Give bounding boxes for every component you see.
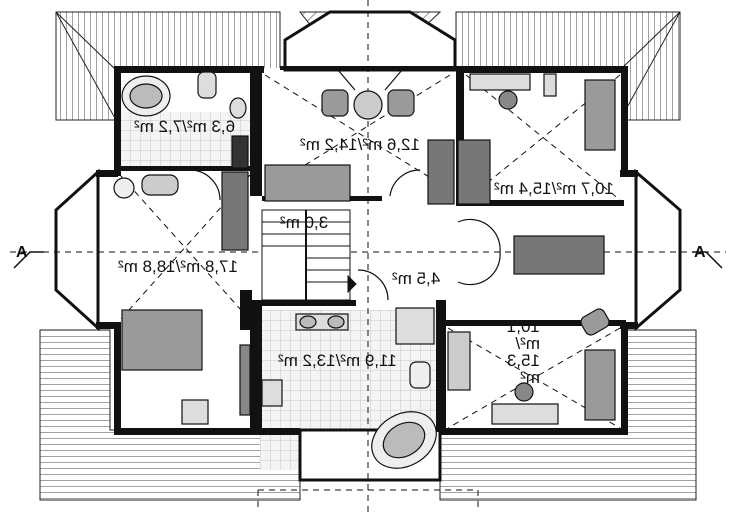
room-area-bedroom-left: 17,8 m²/18,8 m²	[118, 257, 238, 276]
bath-top-tiles	[120, 112, 250, 168]
room-area-bath-top: 6,3 m²/7,2 m²	[134, 117, 236, 136]
section-marker-right: A	[694, 244, 706, 261]
room-area-bedroom-right-top: 10,7 m²/15,4 m²	[494, 179, 614, 198]
furniture	[113, 71, 616, 469]
walls	[96, 66, 638, 435]
room-area-bedroom-right-bottom: 10,1 m²/ 15,3 m²	[506, 317, 540, 387]
section-arrows	[13, 251, 723, 269]
section-marker-left: A	[16, 244, 28, 261]
room-area-hall: 4,5 m²	[392, 269, 441, 288]
room-area-living-top: 12,6 m²/14,2 m²	[300, 135, 420, 154]
room-area-stair: 3,0 m²	[280, 213, 329, 232]
doors	[189, 69, 501, 301]
room-area-bath-bottom: 11,9 m²/13,2 m²	[278, 351, 397, 370]
staircase	[261, 209, 357, 301]
